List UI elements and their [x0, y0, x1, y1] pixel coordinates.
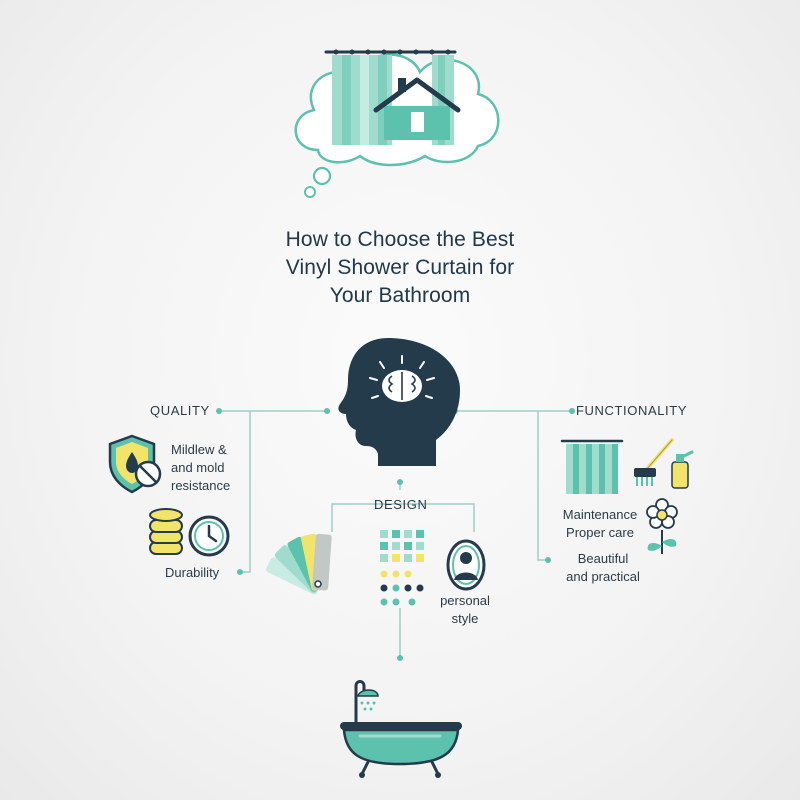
- color-swatches-icon: [266, 533, 332, 595]
- shower-curtain-icon: [560, 439, 624, 494]
- connector-lines: [219, 410, 572, 658]
- personal-style-line-1: personal: [440, 593, 490, 608]
- quality-label: QUALITY: [150, 403, 210, 418]
- pattern-grid-icon: [380, 530, 424, 606]
- title-line-2: Vinyl Shower Curtain for: [285, 256, 515, 279]
- coin-stack-icon: [149, 508, 183, 555]
- head-brain-icon: [338, 338, 460, 466]
- maintenance-line-1: Maintenance: [562, 507, 638, 522]
- beautiful-line-2: and practical: [566, 569, 640, 584]
- durability-label: Durability: [165, 565, 220, 580]
- mildew-line-3: resistance: [171, 478, 231, 493]
- flower-icon: [646, 498, 678, 554]
- beautiful-line-1: Beautiful: [577, 551, 629, 566]
- title-line-1: How to Choose the Best: [285, 228, 515, 251]
- cleaning-supplies-icon: [634, 438, 694, 489]
- mildew-resistance-label: Mildlew & and mold resistance: [171, 441, 230, 495]
- beautiful-practical-label: Beautiful and practical: [560, 550, 646, 586]
- thought-cloud-curtain-house-icon: [294, 49, 500, 198]
- mirror-portrait-icon: [446, 539, 486, 591]
- personal-style-line-2: style: [451, 611, 479, 626]
- bathtub-shower-icon: [340, 680, 462, 778]
- personal-style-label: personal style: [440, 592, 490, 628]
- page-title: How to Choose the Best Vinyl Shower Curt…: [150, 226, 650, 310]
- title-line-3: Your Bathroom: [329, 284, 471, 307]
- maintenance-line-2: Proper care: [566, 525, 634, 540]
- mildew-line-1: Mildlew &: [171, 442, 227, 457]
- shield-mildew-icon: [108, 434, 162, 494]
- functionality-label: FUNCTIONALITY: [576, 403, 688, 418]
- design-label: DESIGN: [374, 497, 428, 512]
- mildew-line-2: and mold: [171, 460, 225, 475]
- maintenance-label: Maintenance Proper care: [558, 506, 642, 542]
- clock-icon: [188, 515, 230, 557]
